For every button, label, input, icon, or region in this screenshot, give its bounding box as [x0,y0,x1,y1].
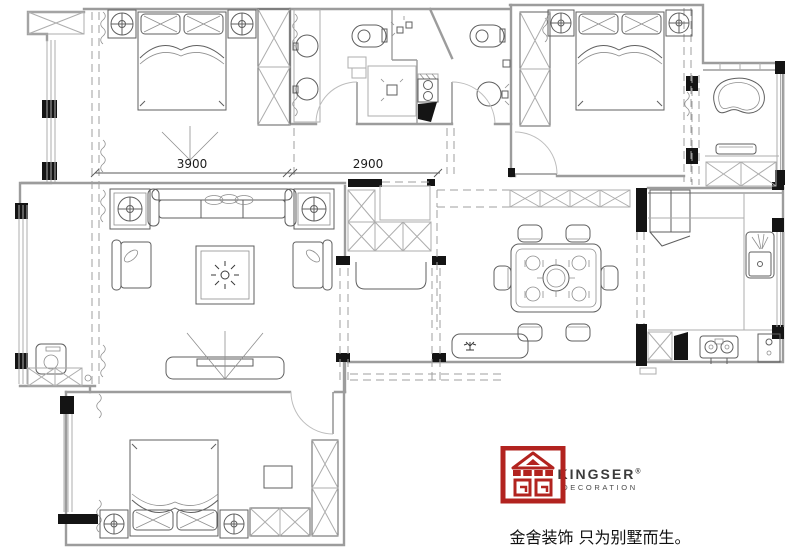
nightstand-lamp [547,9,575,37]
low-cabinet-hatch [705,161,777,187]
vanity-counter [293,9,321,123]
dashed-lines [91,8,700,384]
counter-edge [648,193,772,331]
black-wedge [418,102,437,122]
nightstand-lamp [665,9,693,37]
round-basin [292,34,319,58]
bedroom-top-right [514,9,693,175]
door-right-bath [451,81,496,124]
bench [715,143,757,155]
shoe-cabinet [451,333,529,359]
balcony-cabinet-hatch [27,367,92,387]
bathrooms [292,9,511,124]
wardrobe [311,439,339,537]
dining-chairs [493,224,619,342]
bedroom-top-left [27,8,291,161]
hall-closet [347,185,432,290]
hall-bench [355,262,427,290]
round-basin [292,77,319,101]
dining-table [510,243,602,313]
shower-tray [347,56,417,117]
registered-mark: ® [635,468,643,476]
bedroom-bottom [99,391,339,539]
balcony-left [27,343,92,387]
insulation-squiggles [96,11,690,533]
wall-columns [15,61,785,524]
table-flower [211,261,239,289]
nightstand-lamp [99,509,129,539]
door-bedroom-bottom [290,391,334,435]
beam-hatch-strip [509,189,631,208]
brand-logo-block: KINGSER® DECORATION [500,446,700,504]
tv-cabinet [165,331,285,380]
freeform-bathtub [713,77,765,114]
dining-room [451,189,631,359]
refrigerator [649,189,691,247]
double-bed [575,11,665,111]
sofa [147,188,297,227]
wardrobe [249,507,311,537]
bathtub-room [705,77,779,187]
door-left-bath [315,81,358,124]
base-cabinet [757,333,781,363]
wardrobe [257,8,291,126]
stacked-washer [417,73,439,122]
shower-head-icons [390,16,413,37]
balcony-hatch-box [27,11,85,35]
toilet [351,24,388,48]
side-table-lamp [109,188,151,230]
nightstand-lamp [107,9,137,39]
wall-accessory [502,59,511,68]
kitchen [647,189,781,364]
stove [699,335,739,364]
brand-tagline: 金舍装饰 只为别墅而生。 [509,528,691,547]
armchair [111,239,152,291]
dimension-2900: 2900 [353,157,384,171]
nightstand-lamp [227,9,257,39]
fan-lines [161,126,219,161]
washing-machine [35,343,67,375]
coffee-table [195,245,255,305]
corner-cabinet-hatch [647,331,688,361]
dimension-annotations: 3900 2900 [90,157,443,178]
living-room [109,188,335,380]
armchair [292,239,333,291]
kitchen-sink [745,231,775,279]
cabinet-box [379,185,431,221]
pedestal-basin [476,81,510,107]
black-wedge [674,332,688,360]
small-table [263,465,293,489]
closet-hatch-cells [347,189,432,252]
nightstand-lamp [219,509,249,539]
brand-subtitle: DECORATION [562,483,638,492]
toilet [469,24,506,48]
side-table-lamp [293,188,335,230]
double-bed [137,11,227,111]
brand-name: KINGSER® [557,466,643,482]
plant-icon [463,341,477,351]
door-bedroom-top-right [514,131,558,175]
double-bed [129,439,219,537]
wardrobe [519,11,551,127]
fan-lines [186,331,264,380]
windows [18,40,785,512]
dimension-3900: 3900 [177,157,208,171]
